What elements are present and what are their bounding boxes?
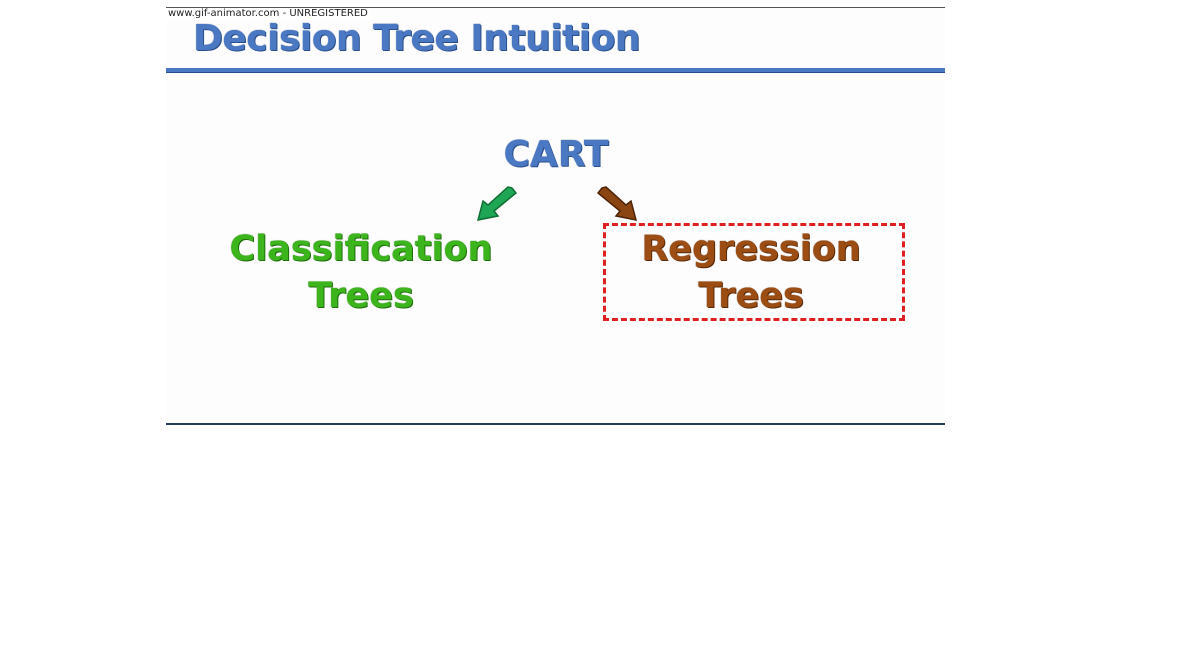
bottom-divider bbox=[166, 423, 945, 425]
title-underline bbox=[166, 68, 945, 73]
regression-line2: Trees bbox=[698, 276, 804, 316]
green-arrow-icon bbox=[476, 186, 518, 221]
slide-title: Decision Tree Intuition bbox=[193, 18, 640, 59]
cart-node: CART bbox=[503, 134, 609, 175]
classification-line2: Trees bbox=[308, 276, 414, 316]
classification-trees-node: Classification Trees bbox=[206, 226, 516, 320]
classification-line1: Classification bbox=[229, 229, 493, 269]
regression-trees-node: Regression Trees bbox=[606, 226, 896, 320]
slide: Decision Tree Intuition CART Classificat… bbox=[166, 7, 945, 425]
regression-line1: Regression bbox=[641, 229, 861, 269]
regression-highlight-box bbox=[603, 223, 905, 321]
watermark-text: www.gif-animator.com - UNREGISTERED bbox=[166, 8, 370, 20]
brown-arrow-icon bbox=[596, 186, 638, 221]
